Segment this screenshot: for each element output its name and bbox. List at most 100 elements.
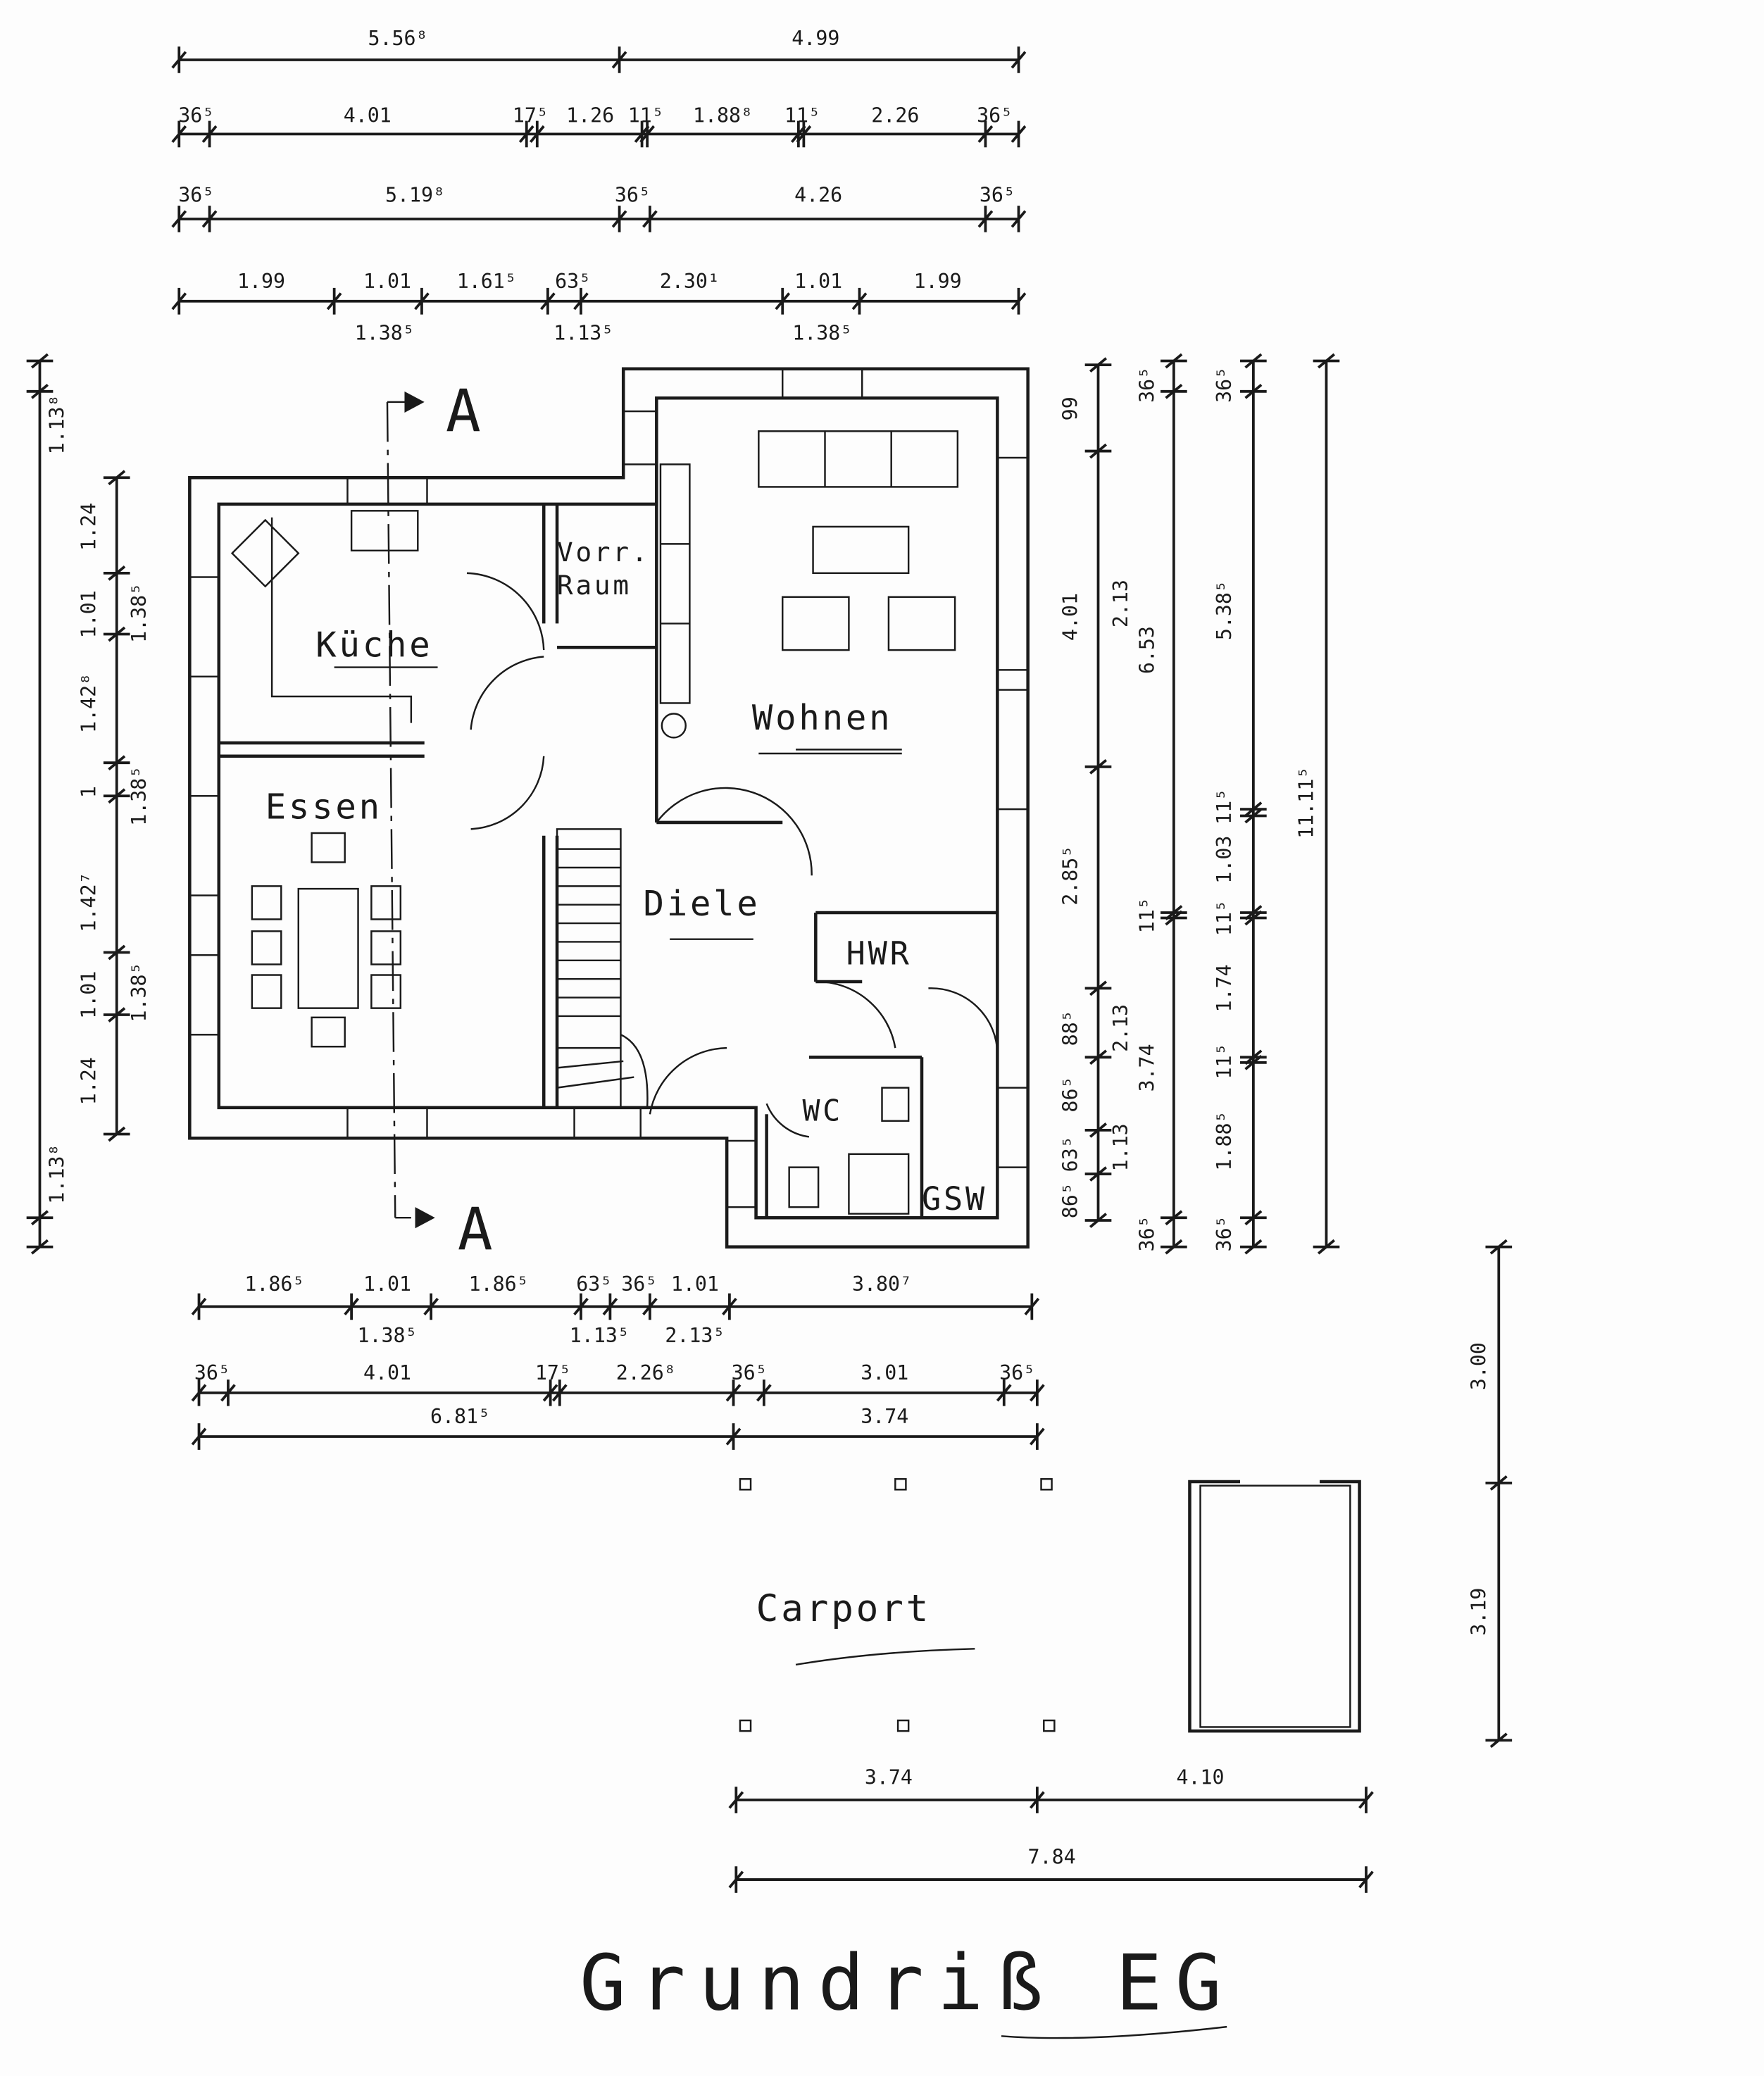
top-row1-tick bbox=[171, 46, 187, 73]
dimension-label: 36⁵ bbox=[615, 183, 651, 206]
bottom-row2-tick bbox=[551, 1379, 568, 1406]
dimension-label: 1 bbox=[77, 786, 101, 798]
dimension-label: 1.13⁵ bbox=[570, 1324, 630, 1347]
dimension-label: 36⁵ bbox=[732, 1361, 768, 1384]
room-label-gsw: GSW bbox=[922, 1180, 987, 1218]
dimension-label: 7.84 bbox=[1028, 1845, 1076, 1868]
dimension-label: 1.13 bbox=[1109, 1123, 1132, 1171]
dimension-label: 1.99 bbox=[237, 270, 285, 293]
dimension-label: 5.56⁸ bbox=[368, 27, 428, 50]
dimension-label: 3.19 bbox=[1467, 1588, 1490, 1636]
right-col1-tick bbox=[1084, 1123, 1112, 1138]
dimension-label: 1.01 bbox=[671, 1273, 719, 1296]
bottom-row3-tick bbox=[191, 1423, 207, 1450]
top-row4-tick bbox=[540, 287, 556, 315]
dimension-label: 3.01 bbox=[861, 1361, 908, 1384]
bottom-row1-tick bbox=[642, 1293, 658, 1320]
bottom-row1-tick bbox=[423, 1293, 439, 1320]
top-row4-tick bbox=[775, 287, 791, 315]
top-row2-tick bbox=[977, 120, 994, 148]
top-row3-tick bbox=[171, 206, 187, 232]
top-row1-tick bbox=[1011, 46, 1027, 73]
carport-right-tick bbox=[1485, 1239, 1513, 1255]
bottom-row1-tick bbox=[191, 1293, 207, 1320]
drawing-title: Grundriß EG bbox=[580, 1939, 1235, 2028]
dimension-label: 4.99 bbox=[792, 27, 839, 50]
dimension-label: 36⁵ bbox=[194, 1361, 230, 1384]
dimension-label: 1.86⁵ bbox=[244, 1273, 304, 1296]
right-col3-tick bbox=[1240, 1054, 1267, 1070]
bottom-row2-tick bbox=[220, 1379, 236, 1406]
dimension-label: 3.80⁷ bbox=[852, 1273, 912, 1296]
dimension-label: 1.88⁵ bbox=[1213, 1111, 1236, 1170]
left-outer-tick bbox=[26, 383, 54, 399]
top-row4-tick bbox=[414, 287, 430, 315]
room-label-wc: WC bbox=[802, 1094, 842, 1128]
bottom-row1-tick bbox=[573, 1293, 589, 1320]
dimension-label: 2.30¹ bbox=[660, 270, 720, 293]
dimension-label: 1.01 bbox=[363, 270, 411, 293]
dimension-label: 5.19⁸ bbox=[385, 183, 445, 206]
carport-right-tick bbox=[1485, 1732, 1513, 1749]
right-col1-tick bbox=[1084, 1166, 1112, 1182]
dimension-label: 63⁵ bbox=[555, 270, 591, 293]
dimension-label: 3.74 bbox=[1136, 1044, 1159, 1092]
bottom-row2-tick bbox=[1030, 1379, 1045, 1406]
room-label-wohnen: Wohnen bbox=[752, 698, 892, 738]
dimension-label: 88⁵ bbox=[1058, 1010, 1082, 1046]
dimension-label: 4.01 bbox=[1058, 593, 1082, 641]
carport-row1-tick bbox=[1358, 1787, 1374, 1813]
dimension-label: 36⁵ bbox=[1136, 367, 1159, 403]
bottom-row3-tick bbox=[1030, 1423, 1045, 1450]
left-inner-tick bbox=[103, 626, 130, 642]
dimension-label: 36⁵ bbox=[621, 1273, 657, 1296]
carport-right-tick bbox=[1485, 1475, 1513, 1491]
top-row2-tick bbox=[1011, 120, 1027, 148]
top-row4-tick bbox=[573, 287, 589, 315]
room-label-vorratsraum-2: Raum bbox=[557, 570, 632, 601]
top-row3-tick bbox=[201, 206, 218, 232]
top-row3-tick bbox=[1011, 206, 1027, 232]
top-row4-tick bbox=[1011, 287, 1027, 315]
dimension-label: 4.10 bbox=[1177, 1765, 1225, 1789]
dimension-label: 1.24 bbox=[77, 503, 101, 551]
top-row4-tick bbox=[326, 287, 342, 315]
dimension-label: 6.81⁵ bbox=[430, 1405, 490, 1428]
bottom-row2-tick bbox=[725, 1379, 742, 1406]
dimension-label: 1.86⁵ bbox=[469, 1273, 529, 1296]
dimension-label: 3.00 bbox=[1467, 1342, 1490, 1390]
dimension-label: 11⁵ bbox=[1213, 1043, 1236, 1079]
bottom-row1-tick bbox=[344, 1293, 359, 1320]
dimension-label: 1.38⁵ bbox=[355, 321, 415, 344]
dimension-label: 1.01 bbox=[77, 971, 101, 1019]
room-label-carport: Carport bbox=[756, 1587, 932, 1630]
section-line: A A bbox=[386, 377, 493, 1263]
dimension-label: 11⁵ bbox=[1213, 900, 1236, 936]
bottom-row2-tick bbox=[996, 1379, 1012, 1406]
right-col3-tick bbox=[1240, 383, 1267, 399]
dimension-label: 63⁵ bbox=[576, 1273, 612, 1296]
dimension-label: 1.99 bbox=[914, 270, 962, 293]
dimension-label: 1.38⁵ bbox=[127, 766, 151, 826]
top-row4-tick bbox=[851, 287, 868, 315]
dimension-label: 1.26 bbox=[566, 104, 614, 127]
dimension-label: 86⁵ bbox=[1058, 1077, 1082, 1113]
left-outer-tick bbox=[26, 1239, 54, 1255]
dimension-label: 1.13⁸ bbox=[45, 1144, 68, 1204]
right-col2-tick bbox=[1161, 383, 1187, 399]
dimension-label: 99 bbox=[1058, 396, 1082, 420]
room-label-diele: Diele bbox=[643, 884, 760, 924]
dimension-label: 1.38⁵ bbox=[127, 583, 151, 643]
top-row2-tick bbox=[796, 120, 812, 148]
right-col2-tick bbox=[1161, 910, 1187, 926]
room-label-hwr: HWR bbox=[846, 934, 912, 972]
dimension-label: 1.61⁵ bbox=[457, 270, 517, 293]
right-col3-tick bbox=[1240, 801, 1267, 817]
dimension-label: 17⁵ bbox=[535, 1361, 571, 1384]
dimension-label: 2.85⁵ bbox=[1058, 846, 1082, 906]
right-col1-tick bbox=[1084, 443, 1112, 459]
top-row2-tick bbox=[518, 120, 534, 148]
right-col3-tick bbox=[1240, 353, 1267, 369]
dimension-label: 5.38⁵ bbox=[1213, 580, 1236, 640]
